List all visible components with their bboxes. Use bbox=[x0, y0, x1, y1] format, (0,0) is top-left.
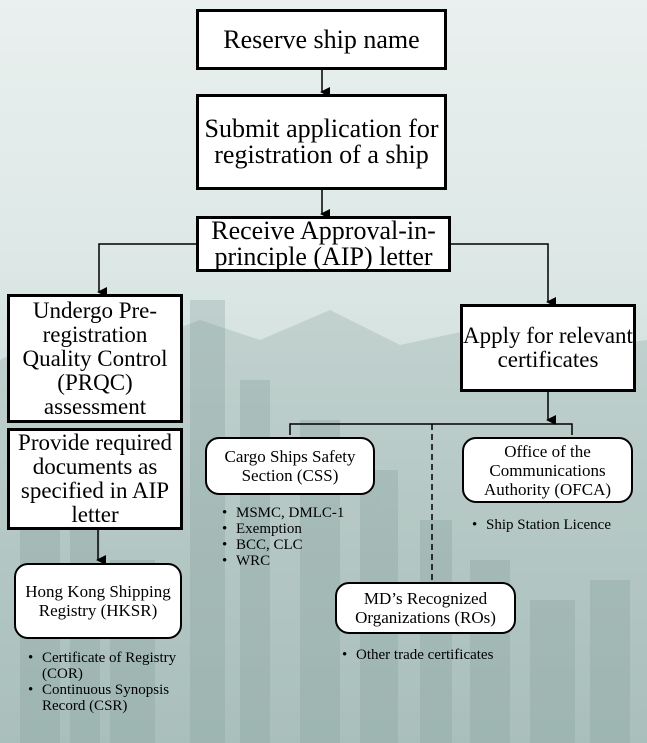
prqc-assessment-box: Undergo Pre-registration Quality Control… bbox=[7, 294, 183, 423]
provide-documents-box: Provide required documents as specified … bbox=[7, 428, 183, 530]
submit-application-box: Submit application for registration of a… bbox=[196, 94, 447, 190]
list-item: Ship Station Licence bbox=[472, 517, 647, 533]
apply-certificates-box: Apply for relevant certificates bbox=[460, 304, 636, 392]
css-text: Cargo Ships Safety Section (CSS) bbox=[224, 447, 356, 485]
list-item: Certificate of Registry (COR) bbox=[28, 650, 202, 682]
bracket-certs bbox=[289, 423, 573, 435]
receive-aip-text: Receive Approval-in-principle (AIP) lett… bbox=[211, 216, 436, 271]
list-item: Exemption bbox=[222, 521, 396, 537]
reserve-ship-name-text: Reserve ship name bbox=[223, 24, 420, 54]
ros-box: MD’s Recognized Organizations (ROs) bbox=[335, 582, 516, 634]
hksr-box: Hong Kong Shipping Registry (HKSR) bbox=[14, 563, 182, 639]
reserve-ship-name-box: Reserve ship name bbox=[196, 9, 447, 70]
list-item: Continuous Synopsis Record (CSR) bbox=[28, 682, 202, 714]
css-box: Cargo Ships Safety Section (CSS) bbox=[205, 437, 375, 495]
list-item: WRC bbox=[222, 553, 396, 569]
receive-aip-box: Receive Approval-in-principle (AIP) lett… bbox=[196, 216, 451, 272]
list-item: MSMC, DMLC-1 bbox=[222, 505, 396, 521]
arrow-aip-to-apply bbox=[451, 243, 556, 307]
arrow-aip-to-prqc bbox=[97, 243, 196, 297]
hksr-certificates-list: Certificate of Registry (COR) Continuous… bbox=[26, 650, 202, 714]
ofca-certificates-list: Ship Station Licence bbox=[470, 517, 647, 533]
ofca-text: Office of the Communications Authority (… bbox=[483, 441, 612, 499]
ros-text: MD’s Recognized Organizations (ROs) bbox=[355, 589, 496, 627]
hksr-text: Hong Kong Shipping Registry (HKSR) bbox=[25, 582, 171, 620]
list-item: BCC, CLC bbox=[222, 537, 396, 553]
apply-certificates-text: Apply for relevant certificates bbox=[463, 323, 633, 372]
list-item: Other trade certificates bbox=[342, 647, 576, 663]
ofca-box: Office of the Communications Authority (… bbox=[462, 437, 633, 503]
prqc-assessment-text: Undergo Pre-registration Quality Control… bbox=[22, 297, 168, 419]
css-certificates-list: MSMC, DMLC-1 Exemption BCC, CLC WRC bbox=[220, 505, 396, 569]
ros-certificates-list: Other trade certificates bbox=[340, 647, 576, 663]
provide-documents-text: Provide required documents as specified … bbox=[18, 430, 172, 527]
submit-application-text: Submit application for registration of a… bbox=[204, 114, 439, 169]
